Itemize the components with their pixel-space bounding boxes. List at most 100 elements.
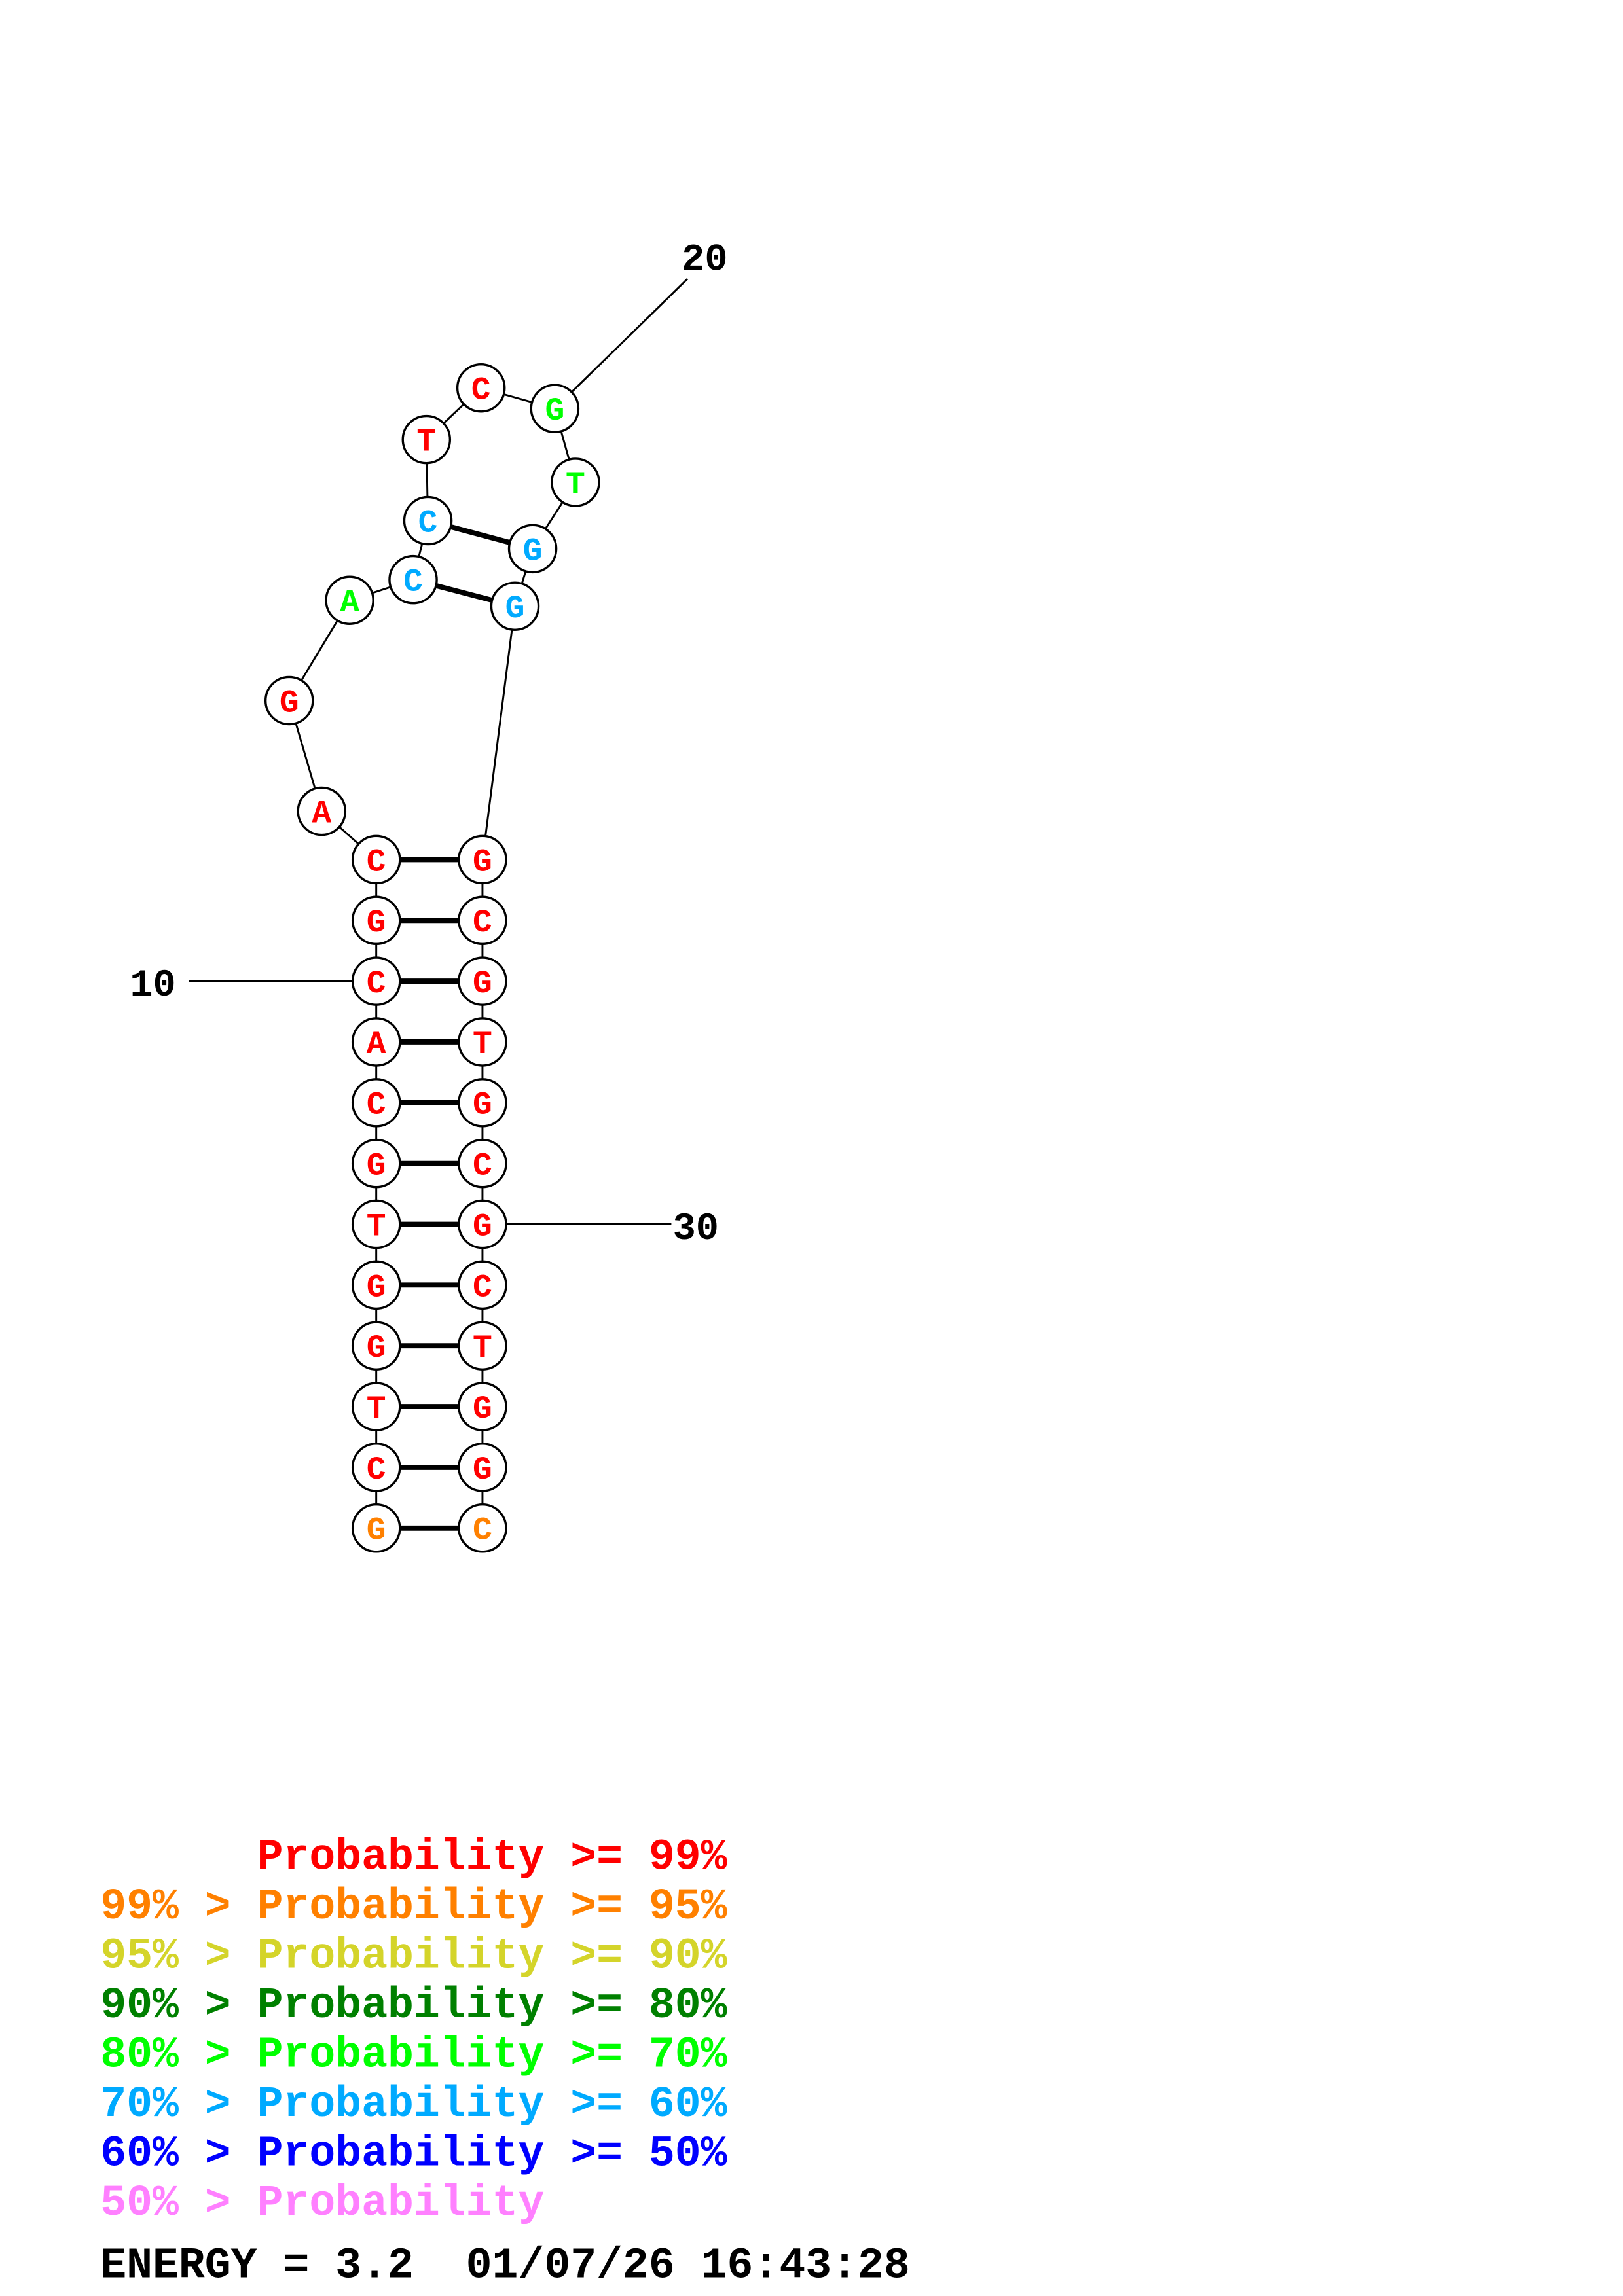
- nucleotide-20: G: [530, 384, 580, 434]
- nucleotide-circle: [351, 1138, 401, 1189]
- nucleotide-22: G: [507, 524, 558, 574]
- nucleotide-letter: G: [473, 1452, 492, 1488]
- nucleotide-circle: [351, 834, 401, 885]
- nucleotide-circle: [351, 1382, 401, 1431]
- nucleotide-31: C: [458, 1260, 507, 1310]
- nucleotide-letter: C: [473, 1269, 492, 1306]
- nucleotide-letter: A: [367, 1026, 386, 1063]
- position-label: 20: [682, 238, 727, 281]
- nucleotide-26: G: [458, 956, 507, 1006]
- legend-entry: 95% > Probability >= 90%: [100, 1931, 727, 1981]
- legend-entry: 70% > Probability >= 60%: [100, 2080, 727, 2129]
- nucleotide-letter: A: [312, 795, 331, 832]
- nucleotide-27: T: [458, 1017, 507, 1067]
- nucleotide-13: A: [297, 786, 347, 836]
- nucleotide-letter: G: [473, 1391, 492, 1427]
- nucleotide-letter: C: [403, 564, 423, 601]
- legend-entry: 50% > Probability: [100, 2179, 544, 2228]
- nucleotide-letter: T: [566, 467, 585, 503]
- nucleotide-letter: C: [471, 372, 491, 409]
- nucleotide-circle: [458, 1017, 507, 1067]
- legend-entry: 99% > Probability >= 95%: [100, 1882, 727, 1931]
- nucleotide-32: T: [458, 1321, 507, 1371]
- nucleotide-circle: [351, 1017, 401, 1067]
- nucleotide-circle: [264, 675, 314, 726]
- nucleotide-letter: T: [367, 1208, 386, 1245]
- nucleotide-9: A: [351, 1017, 401, 1067]
- nucleotide-21: T: [551, 457, 600, 507]
- nucleotide-circle: [351, 1260, 401, 1310]
- nucleotide-29: C: [458, 1138, 507, 1189]
- nucleotide-letter: G: [367, 1269, 386, 1306]
- legend-entry: 90% > Probability >= 80%: [100, 1981, 727, 2030]
- nucleotide-circle: [351, 956, 401, 1006]
- nucleotide-circle: [458, 1382, 507, 1431]
- nucleotide-circle: [351, 1443, 401, 1492]
- nucleotide-circle: [351, 895, 401, 946]
- nucleotide-28: G: [458, 1078, 507, 1128]
- nucleotide-18: T: [401, 414, 452, 465]
- nucleotide-circle: [351, 1078, 401, 1128]
- nucleotide-35: C: [458, 1503, 507, 1553]
- nucleotide-circle: [351, 1321, 401, 1371]
- nucleotide-letter: C: [473, 1148, 492, 1185]
- nucleotide-34: G: [458, 1443, 507, 1492]
- nucleotide-letter: G: [473, 1087, 492, 1124]
- nucleotide-letter: C: [473, 905, 492, 941]
- energy-footer: ENERGY = 3.2 01/07/26 16:43:28: [100, 2242, 910, 2291]
- nucleotide-30: G: [458, 1199, 507, 1249]
- nucleotide-circle: [458, 1199, 507, 1249]
- nucleotide-circle: [388, 554, 438, 605]
- nucleotide-letter: G: [505, 590, 525, 627]
- legend-entry: Probability >= 99%: [100, 1833, 727, 1882]
- nucleotide-circle: [490, 581, 540, 631]
- position-label: 10: [130, 963, 175, 1007]
- nucleotide-3: T: [351, 1382, 401, 1431]
- nucleotide-circle: [351, 1199, 401, 1249]
- probability-legend: Probability >= 99%99% > Probability >= 9…: [100, 1833, 727, 2227]
- nucleotide-letter: G: [545, 393, 564, 429]
- nucleotide-circle: [458, 1260, 507, 1310]
- nucleotide-letter: A: [340, 584, 359, 621]
- nucleotide-25: C: [458, 895, 507, 946]
- nucleotide-circle: [297, 786, 347, 836]
- nucleotide-letter: T: [367, 1391, 386, 1427]
- nucleotide-letter: C: [473, 1513, 492, 1549]
- nucleotide-14: G: [264, 675, 314, 726]
- nucleotide-5: G: [351, 1260, 401, 1310]
- nucleotide-circle: [458, 1078, 507, 1128]
- base-pairs: [376, 518, 534, 1531]
- nucleotide-letter: G: [523, 533, 543, 569]
- nucleotide-letter: G: [280, 685, 299, 721]
- nucleotide-2: C: [351, 1443, 401, 1492]
- nucleotide-circle: [551, 457, 600, 507]
- nucleotide-letter: G: [367, 905, 386, 941]
- nucleotide-19: C: [456, 363, 506, 413]
- nucleotide-letter: T: [473, 1026, 492, 1063]
- nucleotide-letter: C: [418, 505, 438, 541]
- nucleotide-letter: C: [367, 1087, 386, 1124]
- nucleotide-circle: [325, 575, 374, 625]
- nucleotide-letter: T: [416, 423, 436, 460]
- nucleotide-circle: [458, 895, 507, 946]
- position-label-line: [554, 278, 689, 410]
- nucleotide-letter: C: [367, 965, 386, 1002]
- nucleotide-23: G: [490, 581, 540, 631]
- nucleotide-circle: [458, 1503, 507, 1553]
- nucleotide-circle: [351, 1503, 401, 1553]
- nucleotide-circle: [456, 363, 506, 413]
- nucleotide-letter: C: [367, 844, 386, 880]
- nucleotide-letter: G: [473, 844, 492, 880]
- nucleotide-circle: [458, 1443, 507, 1492]
- backbone-segment: [481, 606, 516, 860]
- nucleotide-circle: [458, 1321, 507, 1371]
- nucleotide-11: G: [351, 895, 401, 946]
- nucleotide-letter: G: [367, 1330, 386, 1367]
- nucleotide-letter: G: [473, 965, 492, 1002]
- nucleotide-24: G: [458, 834, 507, 885]
- nucleotide-circle: [507, 524, 558, 574]
- nucleotide-circle: [530, 384, 580, 434]
- nucleotide-letter: C: [367, 1452, 386, 1488]
